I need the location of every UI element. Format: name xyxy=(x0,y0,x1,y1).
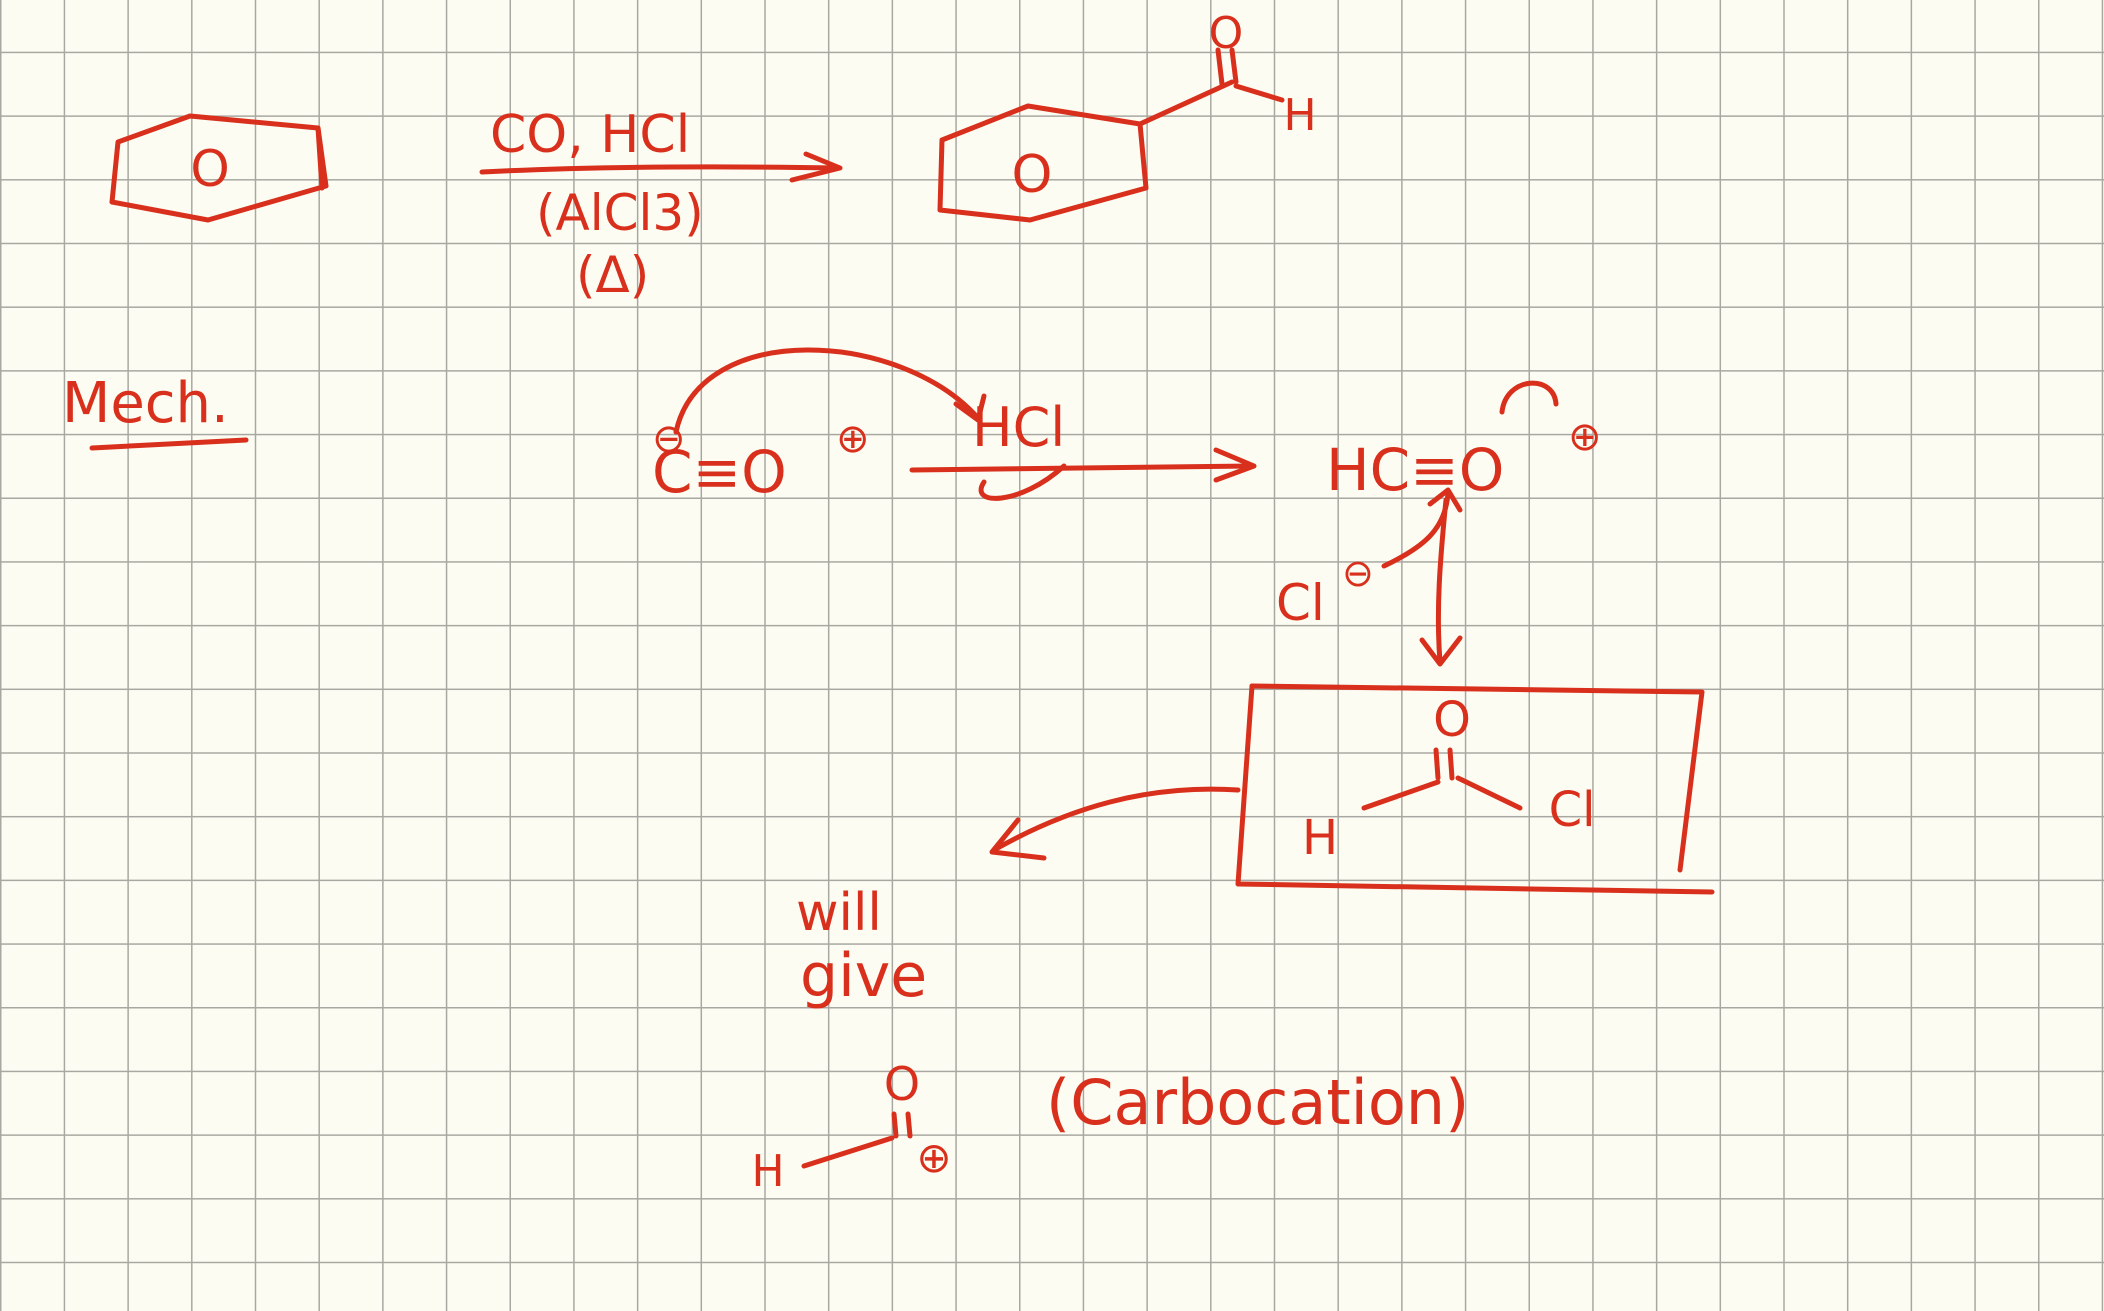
benzene-reactant: O xyxy=(109,113,329,223)
electron-push-arrowhead xyxy=(953,393,987,423)
cation-double-bond xyxy=(891,1111,913,1139)
formyl-chloride-oxygen: O xyxy=(1433,692,1471,748)
product-ring-outline xyxy=(937,103,1149,223)
carbonyl-double-bond xyxy=(1215,47,1239,87)
chloride-ion: Cl xyxy=(1276,574,1325,632)
box-to-result-arrowhead xyxy=(989,817,1047,861)
vertical-step-arrowhead xyxy=(1419,635,1463,667)
reaction-arrow-shaft xyxy=(479,164,841,175)
cation-hydrogen: H xyxy=(751,1146,784,1197)
benzene-ring-outline xyxy=(109,113,329,223)
mech-underline xyxy=(89,437,249,451)
formyl-cation-formula: HC≡O xyxy=(1326,436,1504,504)
catalyst-label: (AlCl3) xyxy=(536,184,704,242)
benzaldehyde-product: O O H xyxy=(937,8,1317,223)
mechanism-step-arrowhead xyxy=(1213,447,1257,483)
hcl-bond-cleavage-arrow xyxy=(978,463,1067,501)
benzene-ring-edge xyxy=(315,125,325,191)
formyl-chloride-h-bond xyxy=(1361,779,1441,811)
result-section: will give O H ⊕ (Carbocation) xyxy=(751,883,1469,1197)
aldehyde-bond xyxy=(1137,79,1235,127)
formyl-positive-charge: ⊕ xyxy=(1568,414,1602,460)
aldehyde-h-bond xyxy=(1233,83,1285,103)
aldehyde-oxygen: O xyxy=(1209,8,1244,59)
will-text: will xyxy=(796,883,882,943)
aldehyde-hydrogen: H xyxy=(1283,90,1316,141)
product-inner-circle: O xyxy=(1012,145,1053,205)
chloride-negative-charge: ⊖ xyxy=(1342,551,1374,595)
vertical-step-arrow xyxy=(1435,497,1449,665)
heat-condition-label: (Δ) xyxy=(576,246,649,304)
formyl-cation-step: HC≡O ⊕ Cl ⊖ xyxy=(1276,380,1602,667)
reaction-arrow-group: CO, HCl (AlCl3) (Δ) xyxy=(479,105,843,304)
mechanism-step-arrow-shaft xyxy=(909,463,1255,473)
electron-push-arrow-co-to-h xyxy=(673,347,981,435)
co-hcl-step: ⊖ C≡O ⊕ HCl xyxy=(652,347,1257,506)
formyl-chloride-cl-bond xyxy=(1455,775,1523,811)
chloride-attack-arrowhead xyxy=(1427,487,1463,513)
carbocation-label: (Carbocation) xyxy=(1046,1066,1469,1139)
mechanism-heading: Mech. xyxy=(62,371,249,451)
reaction-arrow-head xyxy=(789,151,843,183)
formyl-chloride-hydrogen: H xyxy=(1302,810,1338,866)
formyl-resonance-hook xyxy=(1499,380,1559,415)
benzene-inner-circle: O xyxy=(190,140,229,198)
box-left-bottom-edges xyxy=(1235,683,1715,895)
give-text: give xyxy=(800,941,927,1011)
formyl-chloride-double-bond xyxy=(1433,747,1455,781)
box-top-right-edges xyxy=(1249,683,1705,873)
mech-heading-text: Mech. xyxy=(62,371,229,436)
formyl-chloride-box: O H Cl xyxy=(989,683,1715,895)
cation-oxygen: O xyxy=(884,1057,920,1111)
carbon-monoxide-formula: C≡O xyxy=(652,438,787,506)
cation-h-bond xyxy=(801,1135,895,1169)
hcl-label: HCl xyxy=(972,396,1065,459)
co-positive-charge: ⊕ xyxy=(836,416,870,462)
reagents-label: CO, HCl xyxy=(490,105,690,165)
formyl-chloride-chlorine: Cl xyxy=(1549,782,1596,838)
box-to-result-arrow xyxy=(991,786,1241,853)
cation-positive-charge: ⊕ xyxy=(916,1133,951,1182)
